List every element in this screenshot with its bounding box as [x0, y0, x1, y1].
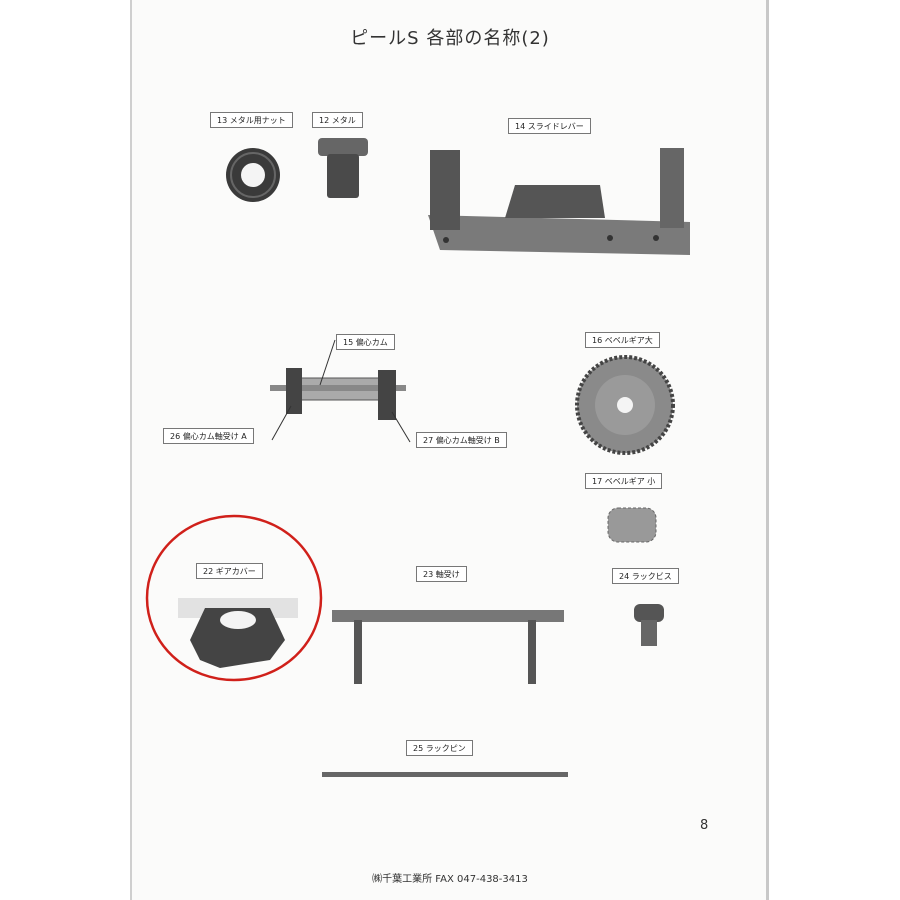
label-part-16: 16 ベベルギア大 [585, 332, 660, 348]
part-22-gear-cover-image [178, 598, 298, 668]
part-23-bearing-image [332, 610, 564, 684]
page-right-edge [766, 0, 769, 900]
label-part-17: 17 ベベルギア 小 [585, 473, 663, 489]
label-part-24: 24 ラックビス [612, 568, 679, 584]
label-part-25: 25 ラックピン [406, 740, 473, 756]
footer-contact: ㈱千葉工業所 FAX 047-438-3413 [372, 874, 528, 885]
part-14-slide-lever-image [428, 148, 690, 255]
part-12-metal-image [318, 138, 368, 198]
highlight-circle [145, 514, 323, 682]
part-13-nut-image [226, 148, 280, 202]
part-15-eccentric-cam-image [270, 339, 411, 443]
label-part-14: 14 スライドレバー [508, 118, 591, 134]
part-25-rack-pin-image [322, 772, 568, 777]
label-part-27: 27 偏心カム軸受け B [416, 432, 507, 448]
label-part-26: 26 偏心カム軸受け A [163, 428, 254, 444]
label-part-15: 15 偏心カム [336, 334, 395, 350]
part-17-bevel-gear-small-image [607, 507, 657, 543]
part-24-rack-screw-image [634, 604, 664, 646]
part-16-bevel-gear-large-image [575, 355, 675, 455]
page-left-edge [130, 0, 132, 900]
label-part-13: 13 メタル用ナット [210, 112, 293, 128]
label-part-22: 22 ギアカバー [196, 563, 263, 579]
label-part-23: 23 軸受け [416, 566, 467, 582]
page-number: 8 [700, 818, 709, 833]
page-title: ピールS 各部の名称(2) [350, 28, 550, 49]
label-part-12: 12 メタル [312, 112, 363, 128]
